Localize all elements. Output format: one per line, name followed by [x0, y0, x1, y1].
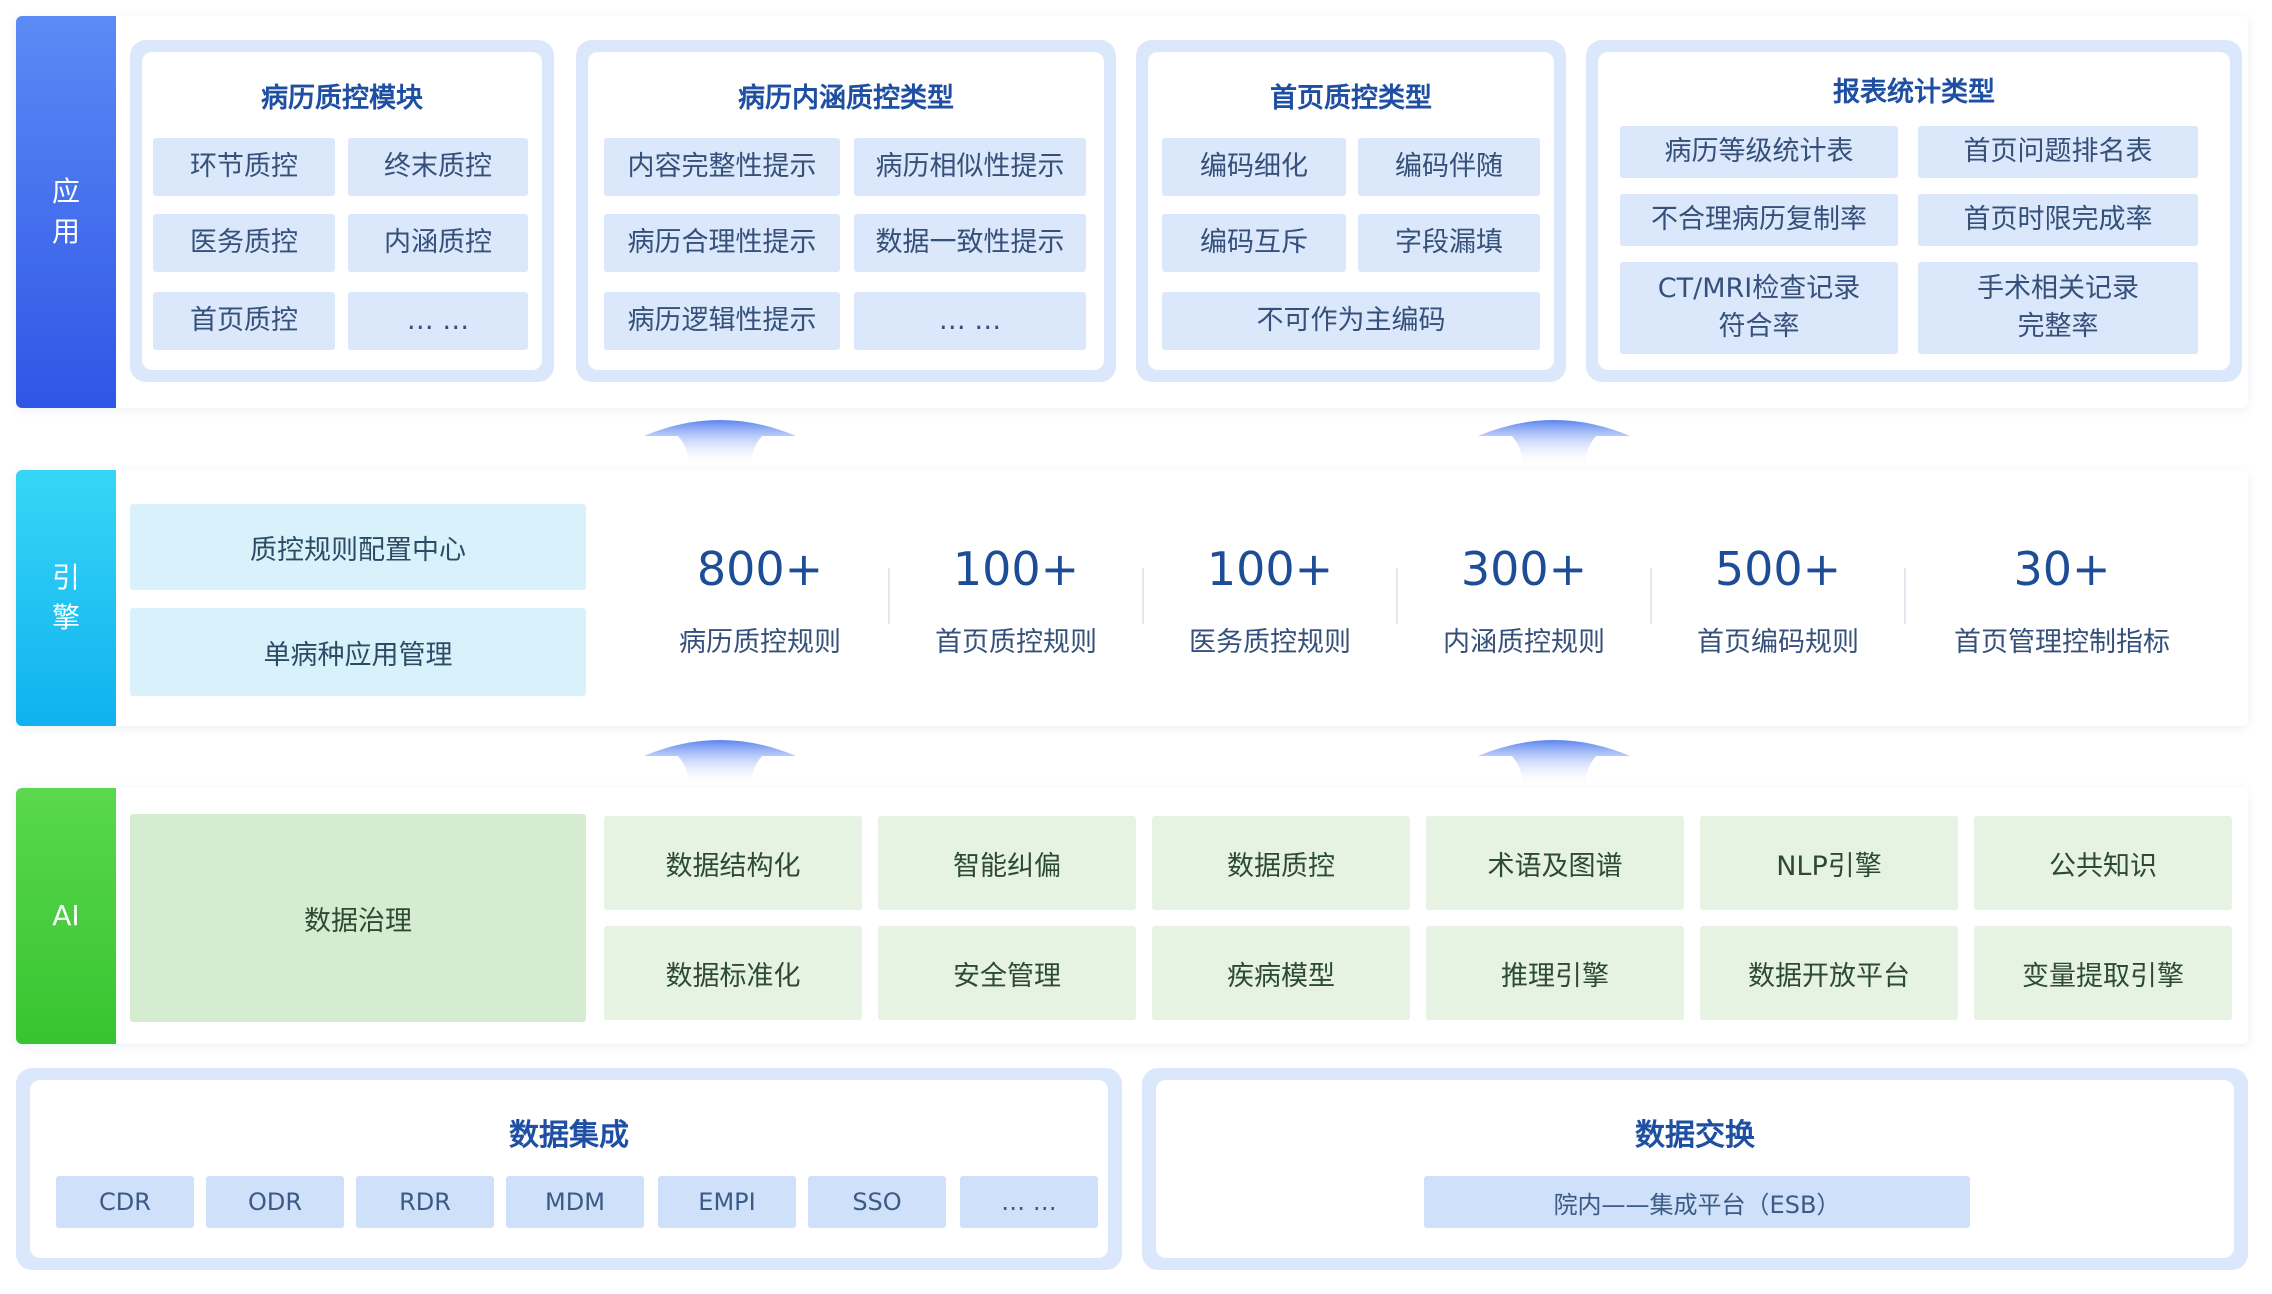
report-item: CT/MRI检查记录 符合率: [1620, 262, 1898, 354]
panel-title: 首页质控类型: [1270, 83, 1432, 114]
report-item: 不合理病历复制率: [1620, 194, 1898, 246]
data-governance: 数据治理: [130, 814, 586, 1022]
qc-type-item: 病历相似性提示: [854, 138, 1086, 196]
application-label-char-1: 应: [51, 175, 80, 208]
coding-item: 不可作为主编码: [1162, 292, 1540, 350]
ai-capability: 公共知识: [1974, 816, 2232, 910]
qc-type-item: 数据一致性提示: [854, 214, 1086, 272]
esb-platform: 院内——集成平台（ESB）: [1424, 1176, 1970, 1228]
integration-item: EMPI: [658, 1176, 796, 1228]
stat-label: 首页管理控制指标: [1954, 627, 2170, 658]
qc-item-more: … …: [348, 292, 528, 350]
integration-item: SSO: [808, 1176, 946, 1228]
divider: [1650, 568, 1652, 624]
stat-label: 医务质控规则: [1189, 627, 1351, 658]
report-item-line-1: 手术相关记录: [1977, 273, 2139, 304]
ai-capability: 疾病模型: [1152, 926, 1410, 1020]
ai-capability: 数据质控: [1152, 816, 1410, 910]
stat-label: 病历质控规则: [679, 627, 841, 658]
stat-value: 500+: [1714, 542, 1842, 596]
up-arrow-icon: [1478, 740, 1630, 786]
stat-value: 300+: [1460, 542, 1588, 596]
engine-tier-label: 引 擎: [16, 470, 116, 726]
qc-item: 医务质控: [153, 214, 335, 272]
divider: [1142, 568, 1144, 624]
panel-title: 病历质控模块: [261, 83, 423, 114]
application-tier-label: 应 用: [16, 16, 116, 408]
ai-capability: 数据开放平台: [1700, 926, 1958, 1020]
report-item: 首页时限完成率: [1918, 194, 2198, 246]
ai-label: AI: [52, 899, 80, 932]
qc-type-item: 病历合理性提示: [604, 214, 840, 272]
up-arrow-icon: [1478, 420, 1630, 466]
up-arrow-icon: [644, 740, 796, 786]
stat-value: 800+: [696, 542, 824, 596]
stat-label: 内涵质控规则: [1443, 627, 1605, 658]
qc-item: 首页质控: [153, 292, 335, 350]
qc-item: 终末质控: [348, 138, 528, 196]
coding-item: 编码伴随: [1358, 138, 1540, 196]
panel-title: 报表统计类型: [1833, 77, 1995, 108]
qc-item: 内涵质控: [348, 214, 528, 272]
integration-item: ODR: [206, 1176, 344, 1228]
application-label-char-2: 用: [51, 215, 80, 248]
coding-item: 编码互斥: [1162, 214, 1346, 272]
divider: [888, 568, 890, 624]
stat-value: 100+: [952, 542, 1080, 596]
data-integration-panel-body: [30, 1080, 1108, 1258]
qc-item: 环节质控: [153, 138, 335, 196]
report-item-line-1: CT/MRI检查记录: [1657, 273, 1861, 304]
report-item-line-2: 符合率: [1718, 311, 1800, 342]
panel-title: 病历内涵质控类型: [738, 83, 954, 114]
report-item: 病历等级统计表: [1620, 126, 1898, 178]
qc-type-item-more: … …: [854, 292, 1086, 350]
divider: [1396, 568, 1398, 624]
integration-item: CDR: [56, 1176, 194, 1228]
report-item-line-2: 完整率: [2017, 311, 2099, 342]
data-exchange-panel-body: [1156, 1080, 2234, 1258]
integration-item: MDM: [506, 1176, 644, 1228]
stat-value: 30+: [2013, 542, 2111, 596]
ai-capability: 数据结构化: [604, 816, 862, 910]
ai-capability: 术语及图谱: [1426, 816, 1684, 910]
coding-item: 字段漏填: [1358, 214, 1540, 272]
stat-label: 首页编码规则: [1697, 627, 1859, 658]
report-item: 首页问题排名表: [1918, 126, 2198, 178]
single-disease-management: 单病种应用管理: [130, 608, 586, 696]
ai-capability: 安全管理: [878, 926, 1136, 1020]
report-item: 手术相关记录 完整率: [1918, 262, 2198, 354]
engine-label-char-1: 引: [51, 561, 80, 594]
engine-label-char-2: 擎: [51, 601, 80, 634]
ai-capability: NLP引擎: [1700, 816, 1958, 910]
coding-item: 编码细化: [1162, 138, 1346, 196]
rule-config-center: 质控规则配置中心: [130, 504, 586, 590]
integration-item: RDR: [356, 1176, 494, 1228]
up-arrow-icon: [644, 420, 796, 466]
ai-tier-label: AI: [16, 788, 116, 1044]
ai-capability: 数据标准化: [604, 926, 862, 1020]
qc-type-item: 内容完整性提示: [604, 138, 840, 196]
ai-capability: 智能纠偏: [878, 816, 1136, 910]
ai-capability: 推理引擎: [1426, 926, 1684, 1020]
data-integration-title: 数据集成: [509, 1118, 629, 1153]
qc-type-item: 病历逻辑性提示: [604, 292, 840, 350]
ai-capability: 变量提取引擎: [1974, 926, 2232, 1020]
divider: [1904, 568, 1906, 624]
integration-item-more: … …: [960, 1176, 1098, 1228]
data-exchange-title: 数据交换: [1635, 1118, 1755, 1153]
stat-value: 100+: [1206, 542, 1334, 596]
stat-label: 首页质控规则: [935, 627, 1097, 658]
